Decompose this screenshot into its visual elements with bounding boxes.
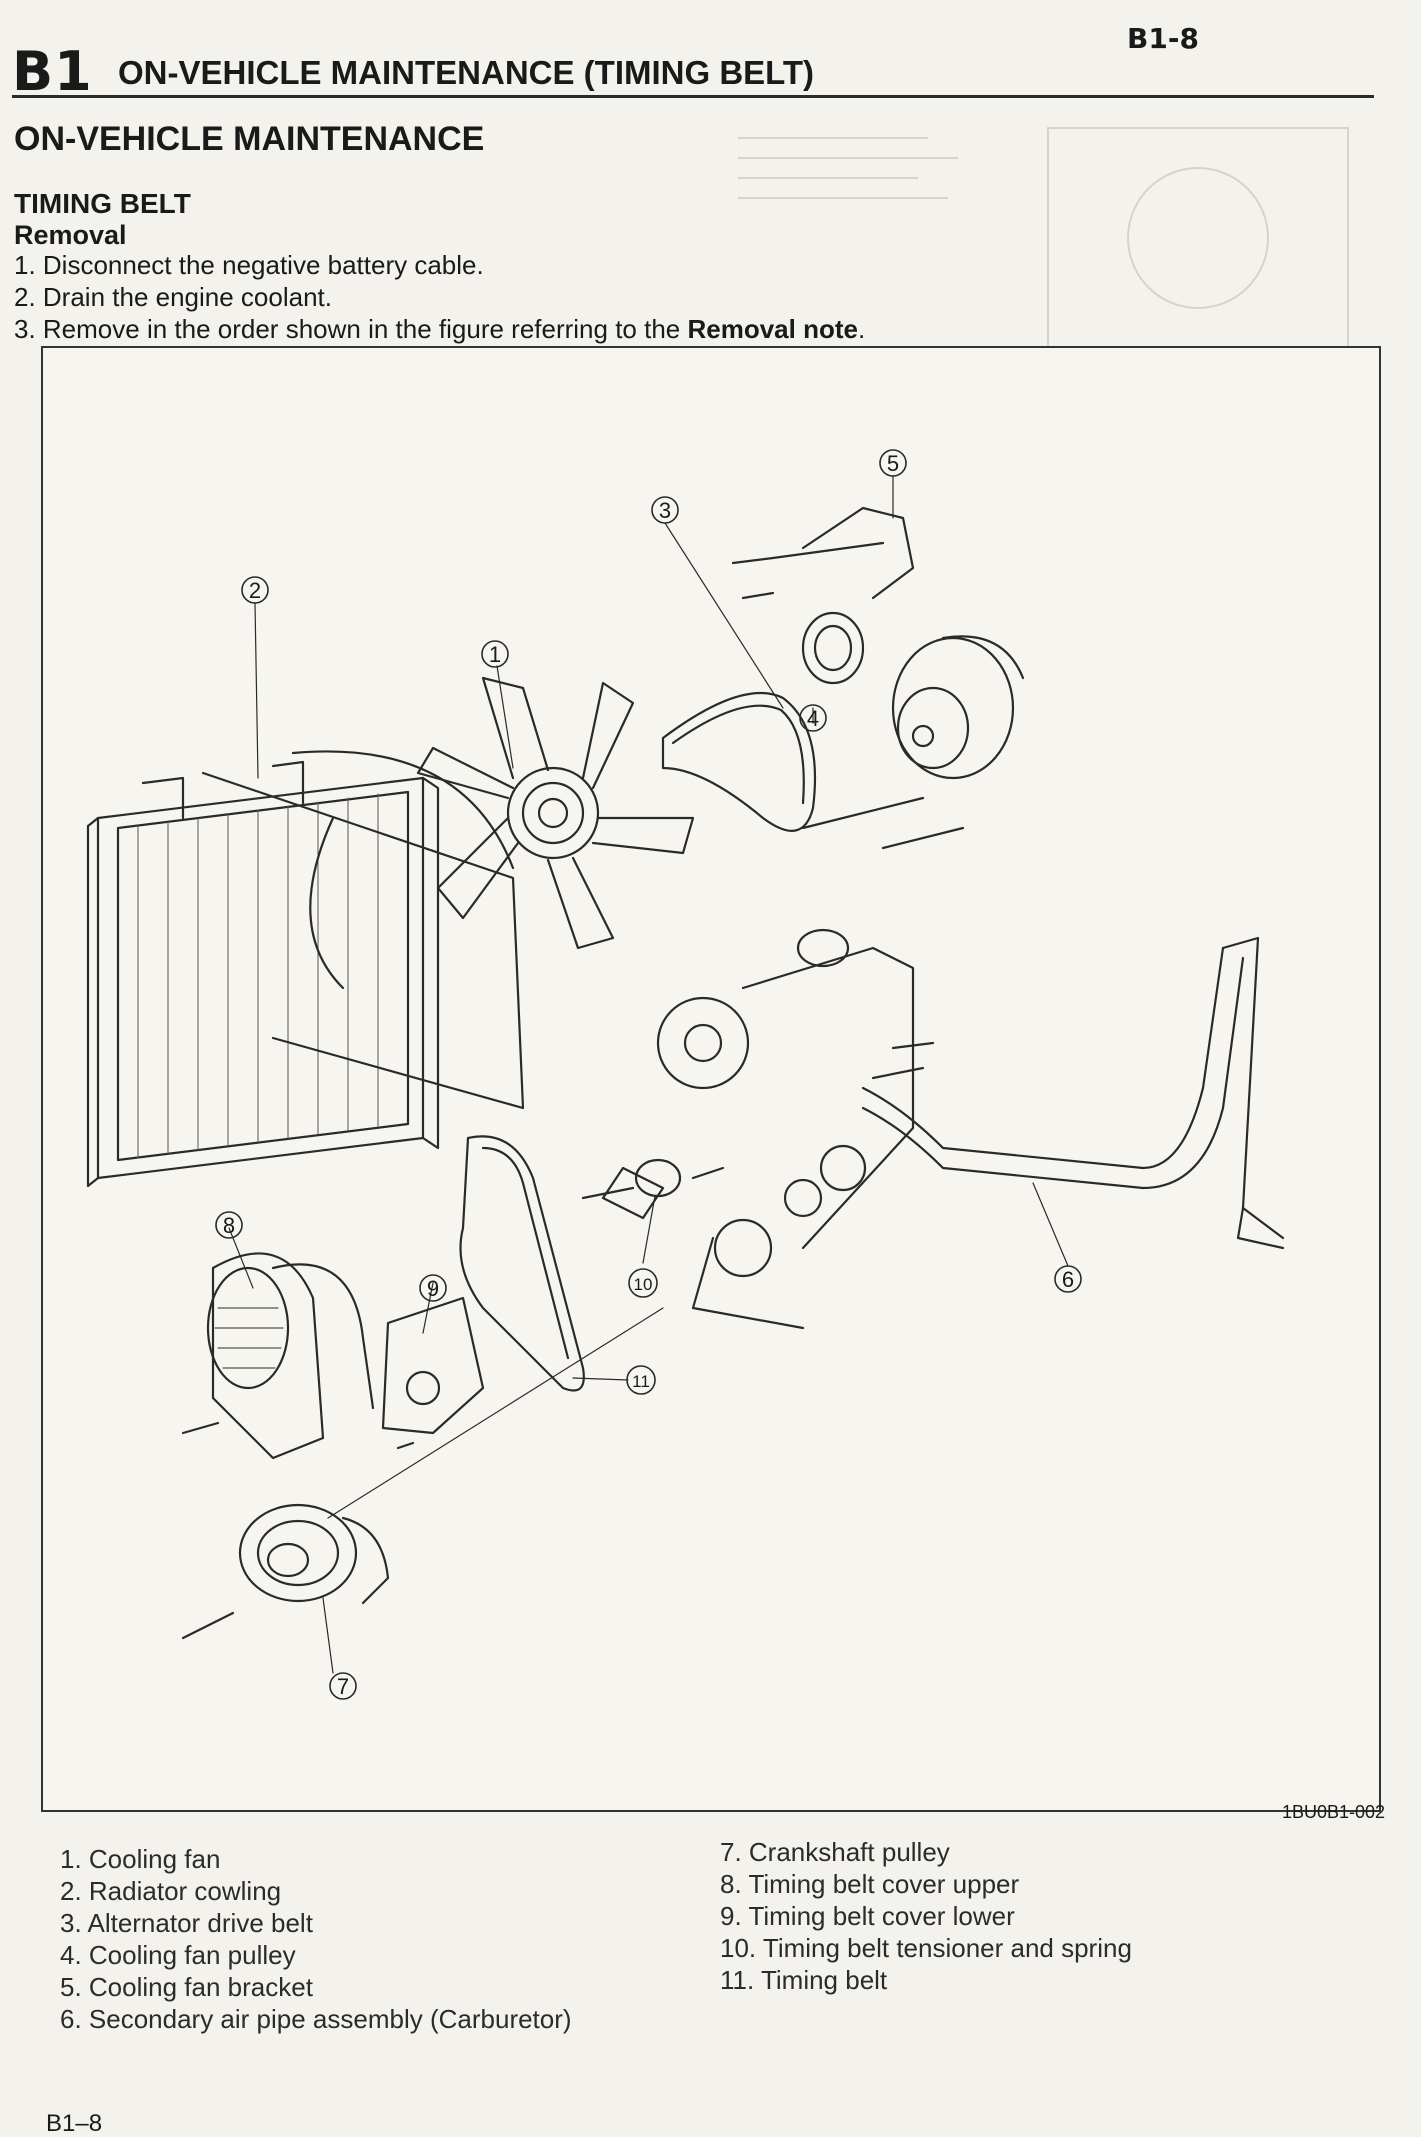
svg-text:2: 2 [249, 578, 261, 603]
legend-item: 8. Timing belt cover upper [720, 1869, 1020, 1899]
removal-note-emphasis: Removal note [687, 314, 858, 344]
legend-item: 11. Timing belt [720, 1965, 888, 1995]
page-number-bottom: B1–8 [46, 2110, 103, 2137]
svg-text:5: 5 [887, 451, 899, 476]
callout-1: 1 [481, 640, 509, 668]
page-number-top: B1-8 [1127, 22, 1199, 55]
engine-front-drawing [601, 826, 965, 1330]
svg-text:10: 10 [634, 1275, 653, 1294]
callout-5: 5 [879, 449, 907, 477]
sub-heading: TIMING BELT [14, 188, 191, 219]
legend-item: 3. Alternator drive belt [60, 1908, 313, 1938]
svg-text:1: 1 [489, 642, 501, 667]
legend-item: 9. Timing belt cover lower [720, 1901, 1015, 1931]
legend-item: 1. Cooling fan [60, 1844, 221, 1874]
legend-item: 5. Cooling fan bracket [60, 1972, 313, 2002]
callout-7: 7 [329, 1672, 357, 1700]
callout-4: 4 [799, 704, 827, 732]
radiator-drawing [86, 760, 440, 1188]
exploded-diagram: 1 2 3 4 5 6 7 8 9 10 11 [41, 346, 1381, 1812]
timing-cover-upper-drawing [181, 1252, 375, 1460]
callout-9: 9 [419, 1274, 447, 1302]
svg-text:6: 6 [1062, 1267, 1074, 1292]
step-item: 3. Remove in the order shown in the figu… [14, 314, 865, 345]
timing-belt-drawing [459, 1135, 585, 1392]
svg-text:3: 3 [659, 498, 671, 523]
secondary-air-pipe-drawing [861, 936, 1285, 1250]
legend-item: 10. Timing belt tensioner and spring [720, 1933, 1132, 1963]
crankshaft-pulley-drawing [181, 1307, 664, 1640]
svg-text:4: 4 [807, 706, 819, 731]
sub-sub-heading: Removal [14, 220, 127, 250]
svg-text:9: 9 [427, 1276, 439, 1301]
step-tail: . [857, 314, 866, 344]
callout-leader-lines [228, 475, 1069, 1674]
legend-item: 2. Radiator cowling [60, 1876, 282, 1906]
timing-cover-lower-drawing [381, 1296, 485, 1450]
callout-10: 10 [628, 1268, 658, 1298]
step-text: 3. Remove in the order shown in the figu… [14, 314, 688, 344]
callout-11: 11 [626, 1365, 656, 1395]
section-code: B1 [12, 40, 93, 103]
exploded-view-illustration: 1 2 3 4 5 6 7 8 9 10 11 [86, 449, 1285, 1700]
step-item: 2. Drain the engine coolant. [14, 282, 332, 312]
svg-text:7: 7 [337, 1674, 349, 1699]
alternator-belt-drawing [661, 691, 817, 832]
fan-bracket-pulley-drawing [731, 506, 915, 685]
legend-item: 6. Secondary air pipe assembly (Carburet… [60, 2004, 572, 2034]
callout-2: 2 [241, 576, 269, 604]
step-item: 1. Disconnect the negative battery cable… [14, 250, 484, 280]
callout-6: 6 [1054, 1265, 1082, 1293]
svg-text:11: 11 [632, 1372, 650, 1391]
section-header: B1 ON-VEHICLE MAINTENANCE (TIMING BELT) [12, 40, 1374, 103]
legend-left: 1. Cooling fan 2. Radiator cowling 3. Al… [60, 1843, 572, 2035]
figure-code: 1BU0B1-002 [1282, 1802, 1386, 1822]
callout-3: 3 [651, 496, 679, 524]
main-heading: ON-VEHICLE MAINTENANCE [14, 120, 485, 158]
callout-8: 8 [215, 1211, 243, 1239]
legend-right: 7. Crankshaft pulley 8. Timing belt cove… [720, 1836, 1132, 1996]
legend-item: 7. Crankshaft pulley [720, 1837, 950, 1867]
tensioner-drawing [581, 1158, 725, 1200]
cooling-fan-drawing [416, 676, 695, 950]
radiator-cowling-drawing [201, 750, 525, 1110]
legend-item: 4. Cooling fan pulley [60, 1940, 296, 1970]
section-title: ON-VEHICLE MAINTENANCE (TIMING BELT) [118, 54, 815, 91]
alternator-drawing [801, 635, 1025, 830]
svg-text:8: 8 [223, 1213, 235, 1238]
